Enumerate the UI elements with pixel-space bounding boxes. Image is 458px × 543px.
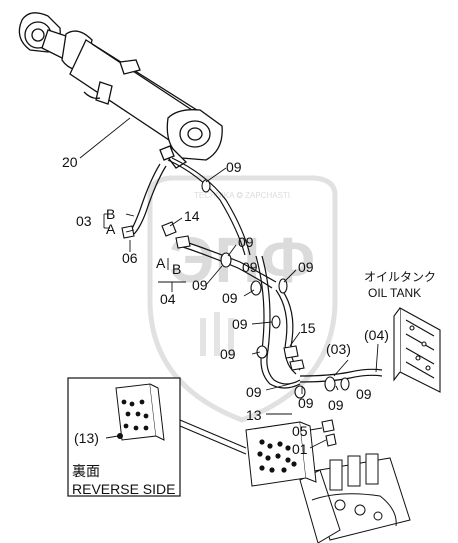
callout-09: 09 bbox=[222, 290, 238, 306]
oil-tank bbox=[393, 307, 441, 393]
callout-03-b: B bbox=[106, 206, 115, 222]
callout-03: 03 bbox=[76, 213, 92, 229]
inset-title-en: REVERSE SIDE bbox=[72, 481, 175, 497]
callout-04-b: B bbox=[172, 261, 181, 277]
watermark-shield-outline bbox=[147, 175, 338, 423]
callout-09: 09 bbox=[226, 159, 242, 175]
callout-04-a: A bbox=[156, 255, 166, 271]
leader-lines bbox=[79, 117, 379, 449]
callout-13: 13 bbox=[246, 407, 262, 423]
callout-13-paren: (13) bbox=[74, 430, 99, 446]
callout-15: 15 bbox=[300, 320, 316, 336]
callout-09: 09 bbox=[242, 259, 258, 275]
inset-title-jp: 裏面 bbox=[72, 463, 100, 479]
callout-09: 09 bbox=[232, 316, 248, 332]
watermark: ЭПФ TECHNIKA ✪ ZAPCHASTI bbox=[147, 175, 338, 423]
callout-09: 09 bbox=[356, 386, 372, 402]
callout-09: 09 bbox=[238, 234, 254, 250]
control-valve bbox=[299, 453, 411, 543]
callout-09: 09 bbox=[192, 277, 208, 293]
inset-leader bbox=[179, 419, 247, 449]
callout-01: 01 bbox=[292, 441, 308, 457]
clamps bbox=[121, 179, 350, 447]
callout-09: 09 bbox=[246, 384, 262, 400]
callout-09: 09 bbox=[298, 395, 314, 411]
hydraulic-cylinder bbox=[18, 12, 223, 169]
valve-block bbox=[245, 421, 317, 487]
watermark-subtitle: TECHNIKA ✪ ZAPCHASTI bbox=[194, 191, 290, 200]
callout-09: 09 bbox=[220, 346, 236, 362]
callout-09: 09 bbox=[328, 397, 344, 413]
watermark-brand: ЭПФ bbox=[169, 224, 315, 296]
inset-leader bbox=[179, 425, 247, 455]
callout-03-paren: (03) bbox=[326, 341, 351, 357]
callout-14: 14 bbox=[184, 208, 200, 224]
callout-09: 09 bbox=[298, 259, 314, 275]
callout-20: 20 bbox=[62, 154, 78, 170]
reverse-side-inset: (13) 裏面 REVERSE SIDE bbox=[67, 377, 247, 497]
callout-labels: 20 09 03 B A 14 06 09 A B 09 09 09 09 04… bbox=[62, 154, 436, 457]
hoses bbox=[129, 157, 383, 389]
inset-valve bbox=[115, 383, 165, 441]
oil-tank-label-jp: オイルタンク bbox=[364, 270, 436, 284]
callout-04-paren: (04) bbox=[364, 327, 389, 343]
oil-tank-label-en: OIL TANK bbox=[368, 286, 421, 300]
callout-06: 06 bbox=[122, 250, 138, 266]
callout-04: 04 bbox=[160, 291, 176, 307]
watermark-wheat-icon bbox=[200, 312, 234, 356]
callout-05: 05 bbox=[292, 423, 308, 439]
callout-03-a: A bbox=[106, 221, 116, 237]
